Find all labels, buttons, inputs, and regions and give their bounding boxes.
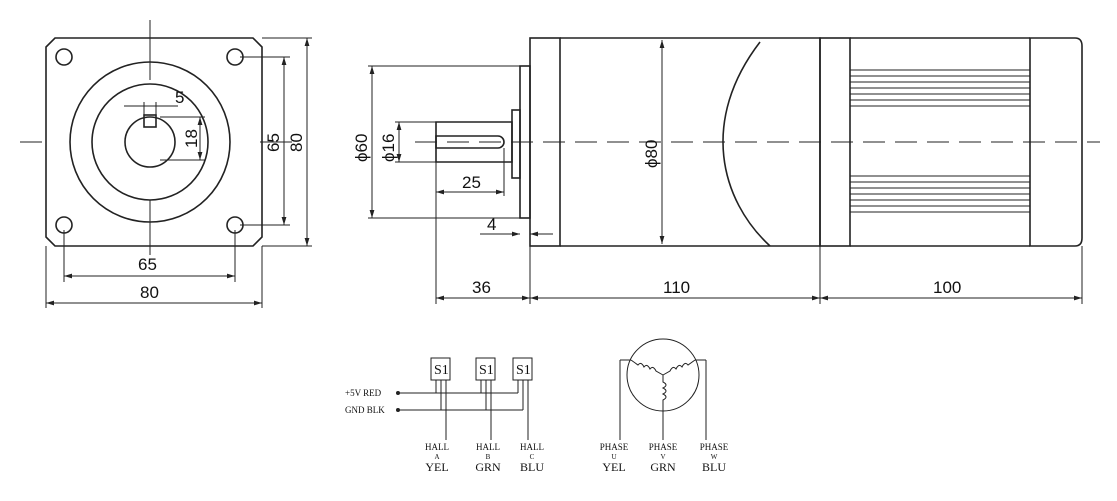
dim-gear-length: 110 xyxy=(663,278,690,297)
hall-wiring: S1 S1 S1 +5V RED GND BLK HALL A YEL HALL… xyxy=(345,357,544,474)
dim-key-width: 5 xyxy=(175,88,184,107)
phase-color-w: BLU xyxy=(702,460,726,474)
front-view: 5 18 65 80 65 80 xyxy=(20,20,312,308)
side-gearbox-arc xyxy=(722,41,771,247)
sensor-label-b: S1 xyxy=(479,363,494,378)
motor-fins-bottom xyxy=(850,175,1030,213)
dim-flange-height: 80 xyxy=(287,133,306,152)
label-power: +5V RED xyxy=(345,388,382,398)
side-view: ϕ60 ϕ16 25 4 ϕ80 36 110 100 xyxy=(352,37,1100,304)
side-shaft-key xyxy=(435,135,505,149)
front-shaft xyxy=(124,116,176,168)
hall-color-b: GRN xyxy=(475,460,501,474)
side-motor-rear-cap xyxy=(1029,37,1083,247)
dim-shaft-dia: ϕ16 xyxy=(379,134,398,162)
dim-key-length: 25 xyxy=(462,173,481,192)
hall-word-a: HALL xyxy=(425,442,449,452)
phase-letter-v: V xyxy=(660,453,665,461)
hall-word-c: HALL xyxy=(520,442,544,452)
front-flange-outline xyxy=(45,37,263,247)
front-keyway xyxy=(143,114,157,128)
motor-fins-top xyxy=(850,69,1030,107)
phase-color-u: YEL xyxy=(602,460,625,474)
phase-color-v: GRN xyxy=(650,460,676,474)
sensor-label-a: S1 xyxy=(434,363,449,378)
winding-w xyxy=(662,359,696,376)
hall-color-c: BLU xyxy=(520,460,544,474)
phase-letter-w: W xyxy=(711,453,718,461)
terminal-ground xyxy=(396,408,400,412)
phase-word-u: PHASE xyxy=(600,442,629,452)
hall-color-a: YEL xyxy=(425,460,448,474)
dim-motor-length: 100 xyxy=(933,278,961,297)
dim-pilot-dia: ϕ60 xyxy=(352,134,371,162)
label-ground: GND BLK xyxy=(345,405,385,415)
phase-wiring: PHASE U YEL PHASE V GRN PHASE W BLU xyxy=(600,338,729,474)
hall-letter-c: C xyxy=(530,453,535,461)
hall-word-b: HALL xyxy=(476,442,500,452)
phase-word-w: PHASE xyxy=(700,442,729,452)
hall-letter-b: B xyxy=(486,453,491,461)
winding-v xyxy=(661,375,667,408)
bolt-hole-top-left xyxy=(55,48,73,66)
dim-body-dia: ϕ80 xyxy=(642,140,661,168)
dim-pilot-depth: 4 xyxy=(487,215,496,234)
front-outer-ring xyxy=(69,61,231,223)
dim-flange-width: 80 xyxy=(140,283,159,302)
phase-word-v: PHASE xyxy=(649,442,678,452)
dim-bolt-spacing-h: 65 xyxy=(138,255,157,274)
terminal-power xyxy=(396,391,400,395)
hall-letter-a: A xyxy=(434,453,439,461)
dim-shaft-length: 36 xyxy=(472,278,491,297)
phase-letter-u: U xyxy=(611,453,616,461)
side-collar xyxy=(511,109,521,179)
sensor-label-c: S1 xyxy=(516,363,531,378)
dim-shaft-flat: 18 xyxy=(182,129,201,148)
dim-bolt-spacing-v: 65 xyxy=(264,133,283,152)
winding-u xyxy=(630,359,664,376)
